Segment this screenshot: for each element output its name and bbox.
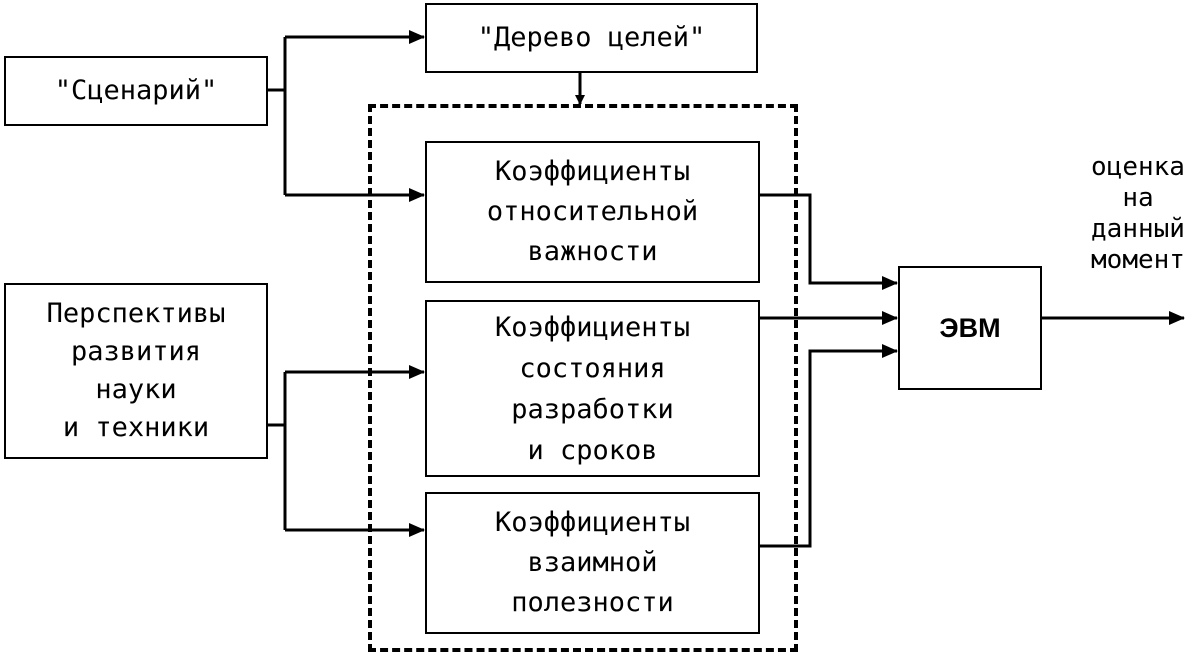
utility-line-2: взаимной — [527, 547, 658, 578]
prospects-line-4: и техники — [62, 412, 210, 443]
output-line-2: на — [1122, 183, 1154, 213]
state-line-3: разработки — [511, 393, 674, 425]
prospects-line-1: Перспективы — [46, 298, 226, 329]
importance-coefficients-box: Коэффициенты относительной важности — [425, 141, 760, 283]
computer-label: ЭВМ — [939, 313, 1001, 343]
output-line-1: оценка — [1091, 152, 1185, 182]
goal-tree-box: "Дерево целей" — [425, 3, 758, 73]
importance-line-2: относительной — [486, 196, 699, 227]
utility-coefficients-box: Коэффициенты взаимной полезности — [425, 492, 760, 634]
state-coefficients-box: Коэффициенты состояния разработки и срок… — [425, 300, 760, 477]
prospects-line-3: науки — [95, 374, 177, 405]
importance-line-1: Коэффициенты — [494, 156, 691, 187]
output-label: оценка на данный момент — [1076, 152, 1200, 276]
arrow-importance-to-computer — [760, 193, 898, 290]
prospects-line-2: развития — [70, 336, 202, 367]
importance-line-3: важности — [527, 236, 658, 267]
state-line-4: и сроков — [527, 434, 658, 466]
goal-tree-label: "Дерево целей" — [477, 22, 706, 53]
utility-line-1: Коэффициенты — [494, 507, 691, 538]
scenario-box: "Сценарий" — [4, 56, 268, 126]
utility-line-3: полезности — [511, 587, 674, 618]
coefficients-group — [368, 104, 798, 652]
output-line-3: данный — [1091, 214, 1185, 244]
computer-box: ЭВМ — [898, 266, 1042, 390]
output-line-4: момент — [1091, 245, 1185, 275]
state-line-1: Коэффициенты — [494, 311, 691, 343]
prospects-box: Перспективы развития науки и техники — [4, 283, 268, 459]
scenario-label: "Сценарий" — [54, 75, 218, 106]
arrow-utility-to-computer — [760, 344, 898, 548]
state-line-2: состояния — [519, 352, 666, 384]
